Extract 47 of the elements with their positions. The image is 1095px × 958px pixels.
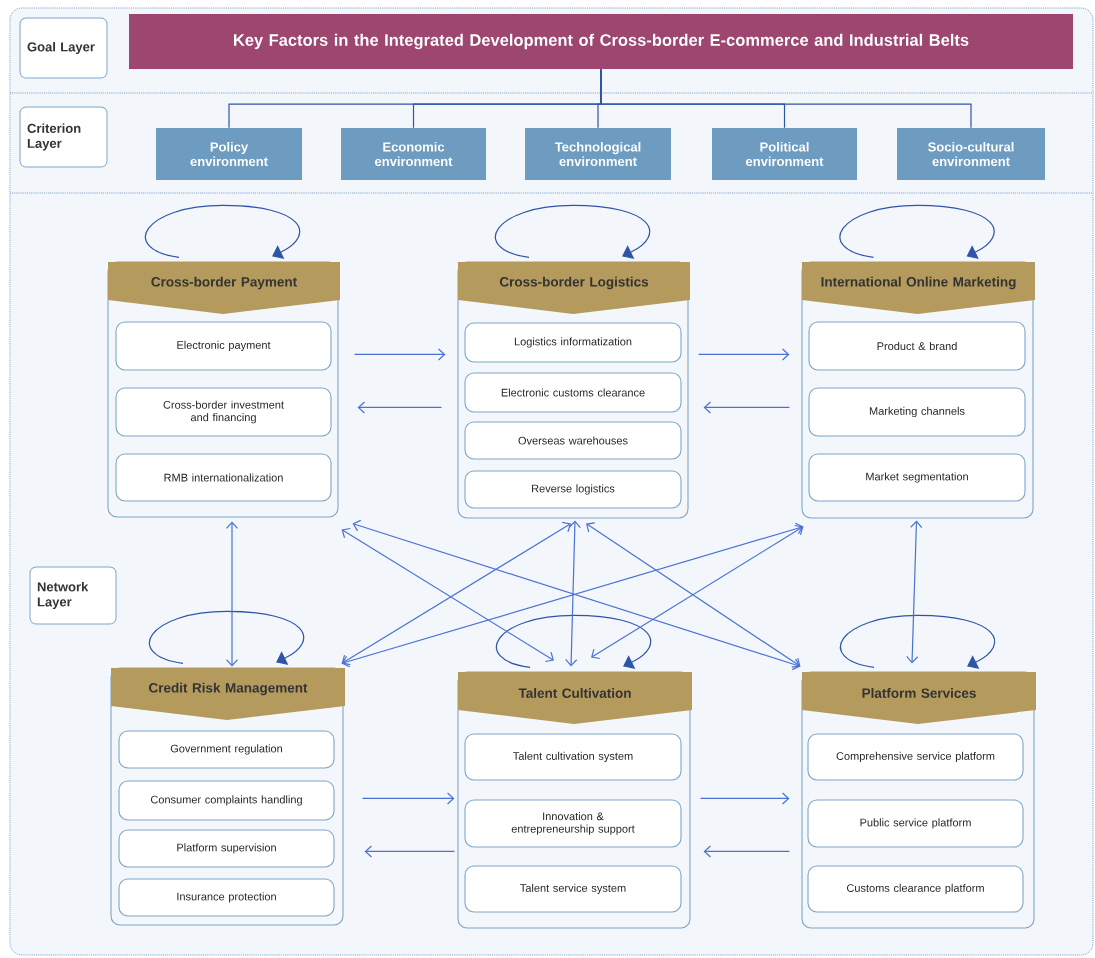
factor-box: Overseas warehouses (464, 421, 682, 460)
connector-line (600, 68, 972, 129)
factor-box: Electronic payment (115, 321, 332, 371)
criterion-box: Socio-cultural environment (897, 128, 1045, 180)
factor-box: Government regulation (118, 730, 335, 769)
factor-box: Talent cultivation system (464, 733, 682, 781)
factor-box: Public service platform (807, 799, 1024, 848)
factor-box: Electronic customs clearance (464, 372, 682, 413)
loop-arrow (496, 614, 652, 669)
layer-label: Network Layer (29, 566, 117, 625)
arrow (357, 401, 443, 414)
layer-label: Goal Layer (19, 17, 108, 79)
arrow (906, 520, 923, 664)
arrow (699, 792, 790, 805)
arrow (565, 520, 581, 667)
layer-label: Criterion Layer (19, 106, 108, 168)
factor-box: Customs clearance platform (807, 865, 1024, 913)
factor-box: Product & brand (808, 321, 1026, 371)
title-banner: Key Factors in the Integrated Development of Cross-border E-commerce and Industrial Belts (129, 14, 1073, 69)
factor-box: Marketing channels (808, 387, 1026, 437)
factor-box: Cross-border investment and financing (115, 387, 332, 437)
loop-arrow (495, 204, 651, 259)
arrow (361, 792, 455, 805)
factor-box: RMB internationalization (115, 453, 332, 502)
loop-arrow (839, 204, 995, 259)
loop-arrow (840, 614, 996, 669)
criterion-box: Policy environment (156, 128, 302, 180)
criterion-box: Economic environment (341, 128, 486, 180)
factor-box: Talent service system (464, 865, 682, 913)
factor-box: Platform supervision (118, 829, 335, 868)
criterion-box: Political environment (712, 128, 857, 180)
factor-box: Insurance protection (118, 878, 335, 917)
factor-box: Reverse logistics (464, 470, 682, 509)
factor-box: Market segmentation (808, 453, 1026, 502)
arrow (703, 845, 791, 858)
arrow (353, 348, 446, 361)
factor-box: Innovation & entrepreneurship support (464, 799, 682, 848)
arrow (697, 348, 790, 361)
arrow (703, 401, 791, 414)
loop-arrow (145, 204, 301, 259)
arrow (364, 845, 456, 858)
factor-box: Consumer complaints handling (118, 780, 335, 821)
factor-box: Comprehensive service platform (807, 733, 1024, 781)
loop-arrow (149, 610, 305, 665)
criterion-box: Technological environment (525, 128, 671, 180)
factor-box: Logistics informatization (464, 322, 682, 363)
arrow (225, 521, 239, 667)
